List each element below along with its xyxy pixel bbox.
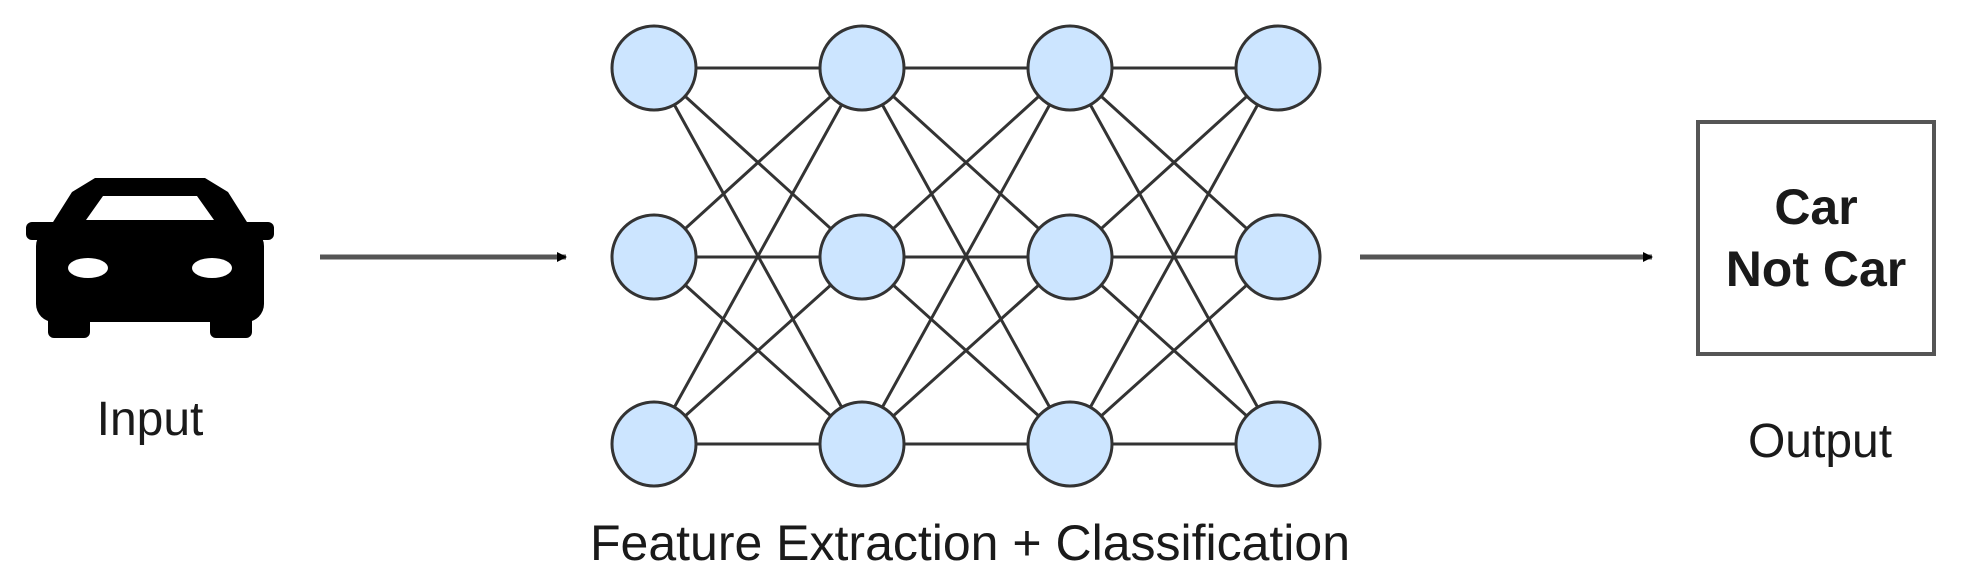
network-node bbox=[1234, 213, 1322, 301]
network-node bbox=[1026, 400, 1114, 488]
network-nodes bbox=[610, 24, 1322, 488]
network-edge bbox=[652, 66, 864, 259]
network-edge bbox=[860, 66, 1072, 259]
network-node bbox=[1234, 400, 1322, 488]
network-edge bbox=[1068, 255, 1280, 446]
network-edges bbox=[652, 66, 1280, 446]
network-node bbox=[818, 400, 906, 488]
network-node bbox=[1026, 213, 1114, 301]
network-node bbox=[1026, 24, 1114, 112]
output-box: Car Not Car bbox=[1696, 120, 1936, 356]
network-edge bbox=[860, 255, 1072, 446]
output-label: Output bbox=[1747, 415, 1893, 468]
network-edge bbox=[652, 67, 864, 445]
network-node bbox=[610, 400, 698, 488]
network-edge bbox=[1068, 67, 1280, 445]
network-node bbox=[818, 213, 906, 301]
network-edge bbox=[652, 255, 864, 446]
network-edge bbox=[1068, 66, 1280, 259]
output-class-car: Car bbox=[1774, 179, 1858, 235]
output-class-not-car: Not Car bbox=[1725, 241, 1907, 297]
network-label: Feature Extraction + Classification bbox=[589, 515, 1351, 571]
input-label: Input bbox=[96, 393, 204, 446]
network-node bbox=[1234, 24, 1322, 112]
car-icon bbox=[26, 178, 274, 338]
network-node bbox=[610, 24, 698, 112]
network-edge bbox=[860, 67, 1072, 445]
network-node bbox=[818, 24, 906, 112]
network-node bbox=[610, 213, 698, 301]
